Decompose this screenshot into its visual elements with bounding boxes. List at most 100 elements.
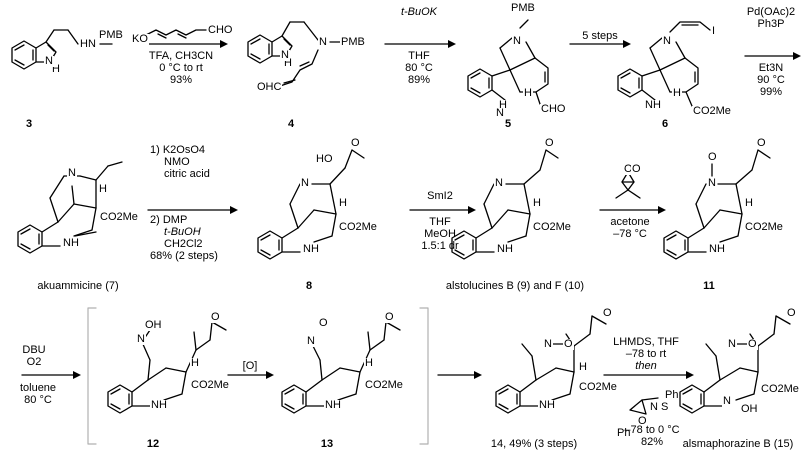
atom-oh-15: OH bbox=[740, 403, 759, 415]
atom-h-6: H bbox=[672, 87, 682, 99]
step9-line1: [O] bbox=[242, 360, 258, 372]
atom-co2me-13: CO2Me bbox=[364, 379, 404, 391]
step6-line3: MeOH bbox=[424, 228, 456, 240]
atom-o-dmdo-1: O bbox=[623, 163, 634, 175]
label-compound-6: 6 bbox=[661, 118, 669, 130]
conditions-step-4: Pd(OAc)2 Ph3P bbox=[742, 6, 800, 30]
atom-o-15: O bbox=[786, 307, 797, 319]
atom-o-11: O bbox=[707, 151, 718, 163]
label-compound-7: akuammicine (7) bbox=[37, 280, 119, 292]
atom-h-stereo-5: H bbox=[523, 87, 533, 99]
step2-line1: t-BuOK bbox=[400, 6, 438, 18]
atom-n-9: N bbox=[494, 177, 504, 189]
atom-nh-11: NH bbox=[708, 243, 726, 255]
atom-co2me-7: CO2Me bbox=[99, 211, 139, 223]
step10-line3: then bbox=[635, 360, 657, 372]
step10-line4: –78 to 0 °C bbox=[624, 424, 680, 436]
atom-pmb-4: PMB bbox=[340, 36, 366, 48]
structure-8 bbox=[257, 149, 365, 260]
conditions-step-5b: 2) DMP t-BuOH CH2Cl2 68% (2 steps) bbox=[150, 214, 240, 262]
structure-9-10 bbox=[451, 149, 559, 260]
conditions-step-6b: THF MeOH 1.5:1 dr bbox=[410, 216, 470, 252]
atom-ohc-4: OHC bbox=[256, 81, 283, 93]
atom-o-9: O bbox=[544, 137, 555, 149]
reagent-glutaconaldehyde bbox=[145, 29, 207, 39]
label-compound-8: 8 bbox=[305, 280, 313, 292]
atom-oketone-13: O bbox=[384, 311, 395, 323]
structure-3 bbox=[11, 29, 113, 70]
atom-ph-bottom: Ph bbox=[616, 427, 632, 439]
step10-line5: 82% bbox=[640, 436, 664, 448]
conditions-step-6: SmI2 bbox=[410, 190, 470, 202]
atom-ho-8: HO bbox=[315, 153, 334, 165]
atom-o-13: O bbox=[318, 317, 329, 329]
conditions-step-3: 5 steps bbox=[570, 30, 630, 42]
step8-line1: DBU bbox=[22, 344, 46, 356]
atom-h-14: H bbox=[578, 361, 588, 373]
atom-so2: S bbox=[660, 401, 670, 413]
step5-line3: citric acid bbox=[164, 168, 210, 180]
label-compound-3: 3 bbox=[25, 118, 33, 130]
structure-7 bbox=[17, 161, 123, 254]
step5-line1: 1) K2OsO4 bbox=[150, 144, 206, 156]
atom-nh-14: NH bbox=[538, 399, 556, 411]
step6-line4: 1.5:1 dr bbox=[421, 240, 459, 252]
conditions-step-7: acetone –78 °C bbox=[598, 216, 662, 240]
atom-co2me-14: CO2Me bbox=[578, 381, 618, 393]
label-compound-4: 4 bbox=[287, 118, 295, 130]
label-compound-15: alsmaphorazine B (15) bbox=[682, 438, 794, 450]
step4-line5: 99% bbox=[759, 86, 783, 98]
conditions-step-9: [O] bbox=[230, 360, 270, 372]
dmdo-reagent bbox=[615, 171, 641, 199]
step2-line4: 89% bbox=[407, 74, 431, 86]
label-compound-14: 14, 49% (3 steps) bbox=[490, 438, 578, 450]
atom-co2me-11: CO2Me bbox=[744, 221, 784, 233]
structure-14 bbox=[495, 315, 607, 414]
atom-n-6: N bbox=[662, 35, 672, 47]
atom-hn-3: HN bbox=[79, 38, 97, 50]
atom-h-5: H bbox=[498, 99, 508, 111]
atom-o-ring-15: O bbox=[747, 338, 758, 350]
davis-oxaziridine bbox=[629, 397, 659, 415]
atom-cho-reagent: CHO bbox=[207, 24, 234, 36]
atom-o-dmdo-2: O bbox=[631, 163, 642, 175]
atom-pmb-3: PMB bbox=[98, 29, 124, 41]
atom-ko: KO bbox=[131, 33, 149, 45]
step2-line2: THF bbox=[408, 50, 430, 62]
step8-line4: 80 °C bbox=[24, 394, 52, 406]
atom-nh-9: NH bbox=[496, 243, 514, 255]
atom-o-ring-14: O bbox=[563, 338, 574, 350]
atom-n-indoline-5: N bbox=[495, 107, 505, 119]
atom-co2me-6: CO2Me bbox=[692, 105, 732, 117]
atom-nh-7: NH bbox=[62, 237, 80, 249]
step1-line3: 93% bbox=[169, 74, 193, 86]
conditions-step-4b: Et3N 90 °C 99% bbox=[742, 62, 800, 98]
step2-line3: 80 °C bbox=[405, 62, 433, 74]
conditions-step-2: t-BuOK bbox=[383, 6, 455, 18]
step4-line2: Ph3P bbox=[757, 18, 785, 30]
conditions-step-8b: toluene 80 °C bbox=[10, 382, 66, 406]
step10-line2: –78 to rt bbox=[625, 348, 667, 360]
step5-line7: 68% (2 steps) bbox=[150, 250, 218, 262]
step4-line4: 90 °C bbox=[757, 74, 785, 86]
atom-pmb-5: PMB bbox=[510, 2, 536, 14]
conditions-step-8: DBU O2 bbox=[14, 344, 54, 368]
label-compound-12: 12 bbox=[146, 438, 160, 450]
atom-n-oxaz: N bbox=[649, 401, 659, 413]
atom-n-imine-15: N bbox=[722, 395, 732, 407]
atom-oketone-11: O bbox=[756, 137, 767, 149]
label-compound-11: 11 bbox=[703, 280, 715, 292]
step7-line1: acetone bbox=[610, 216, 650, 228]
atom-nh-12: NH bbox=[150, 399, 168, 411]
atom-n-13: N bbox=[306, 335, 316, 347]
atom-o-8: O bbox=[350, 137, 361, 149]
label-compound-5: 5 bbox=[504, 118, 512, 130]
atom-h-8: H bbox=[338, 197, 348, 209]
step1-line1: TFA, CH3CN bbox=[148, 50, 214, 62]
label-compound-9-10: alstolucines B (9) and F (10) bbox=[445, 280, 585, 292]
atom-oh-12: OH bbox=[144, 319, 163, 331]
conditions-step-10b: –78 to 0 °C 82% bbox=[610, 424, 694, 448]
atom-cho-5: CHO bbox=[540, 103, 567, 115]
structure-13 bbox=[281, 321, 401, 414]
